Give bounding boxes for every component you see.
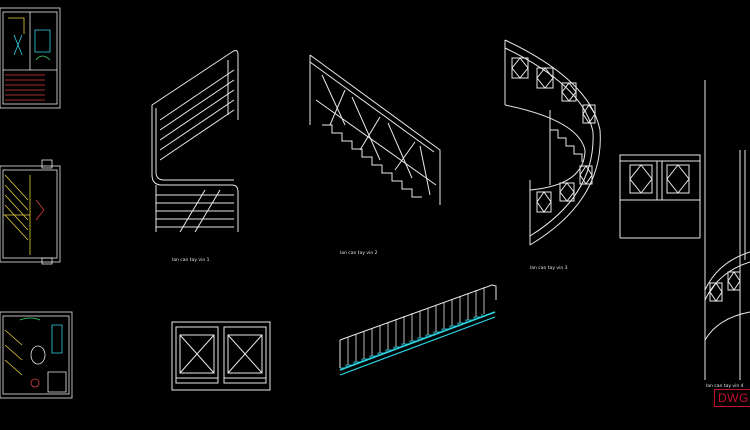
railing-2-drawing bbox=[309, 54, 441, 205]
railing-2-label: lan can tay vin 2 bbox=[340, 251, 378, 256]
railing-3-label: lan can tay vin 3 bbox=[530, 266, 568, 271]
floor-plan-bottom bbox=[0, 311, 73, 399]
floor-plan-middle bbox=[0, 159, 61, 265]
railing-4-drawing bbox=[704, 80, 750, 380]
railing-1-label: lan can tay vin 1 bbox=[172, 258, 210, 263]
railing-1-drawing bbox=[151, 50, 239, 233]
railing-4-label: lan can tay vin 4 bbox=[706, 384, 744, 389]
elevator-plan bbox=[171, 321, 271, 391]
watermark-logo: DWGS bbox=[714, 389, 750, 407]
railing-elevation bbox=[619, 154, 701, 239]
stair-railing-long bbox=[339, 284, 497, 376]
floor-plan-top bbox=[0, 7, 61, 109]
railing-3-drawing bbox=[504, 39, 601, 246]
